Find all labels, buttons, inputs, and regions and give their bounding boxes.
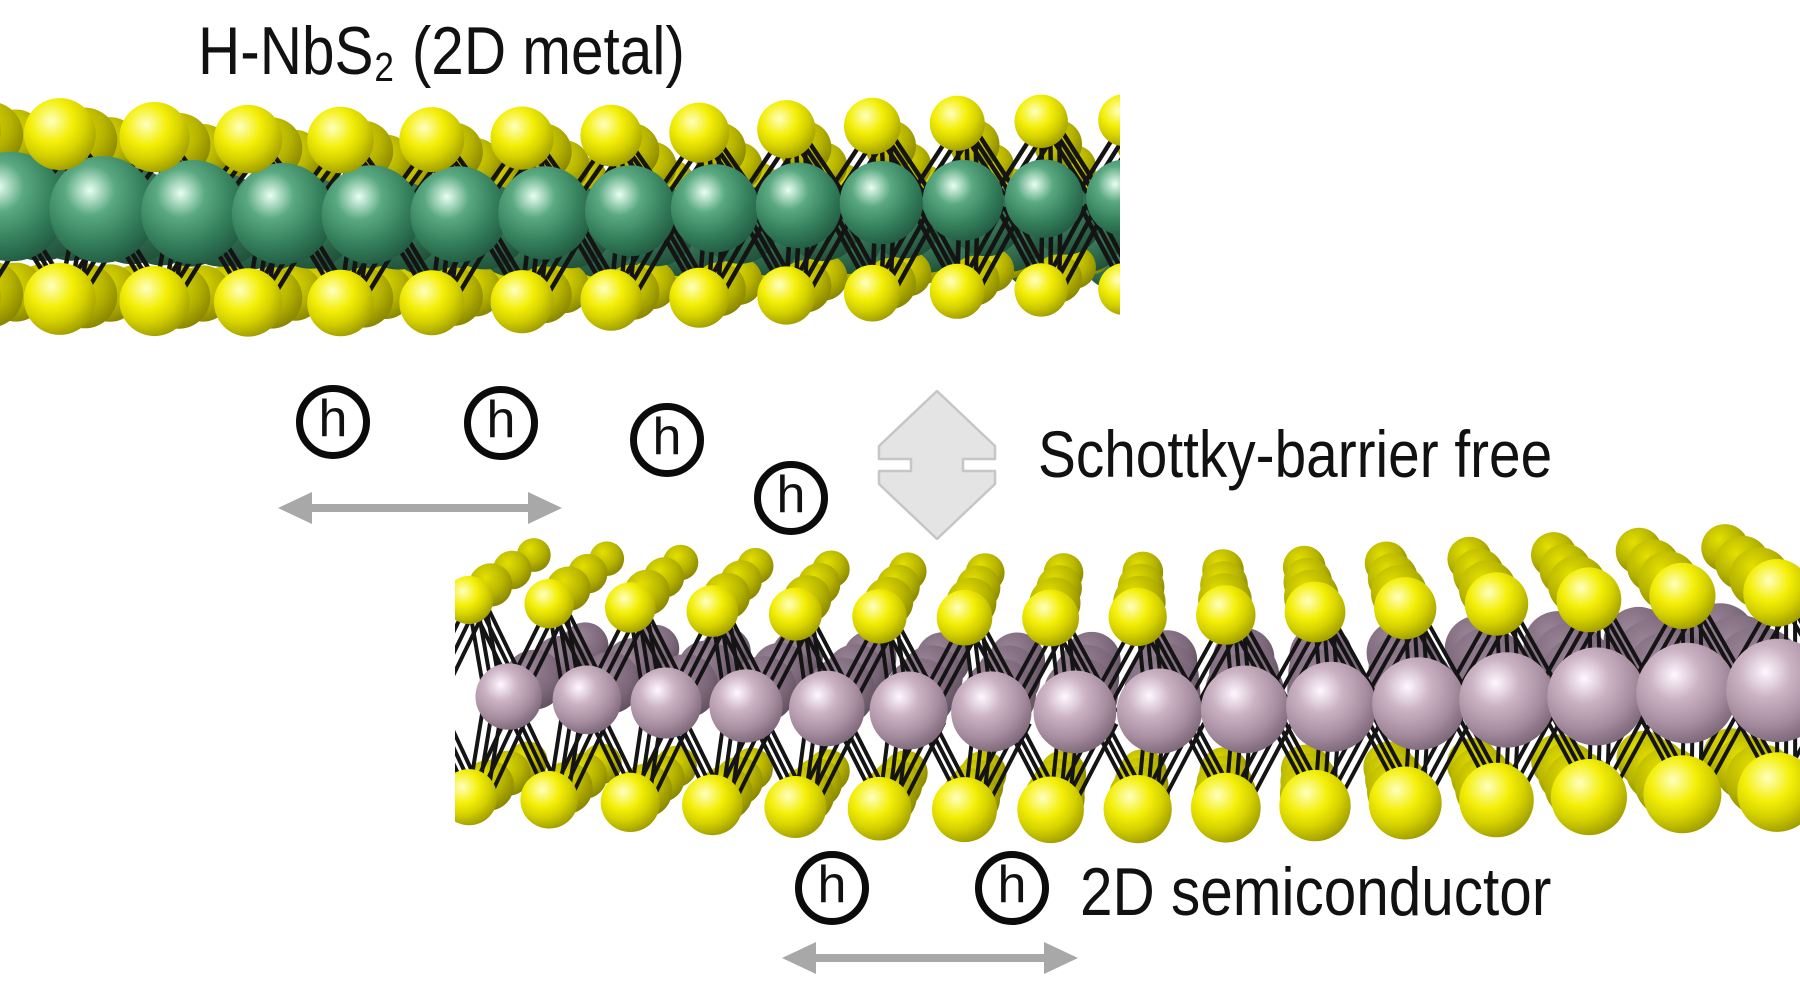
- hole-symbol-label: h: [817, 855, 847, 914]
- hole-symbol-label: h: [776, 465, 806, 524]
- hole-symbol-circle: h: [630, 403, 704, 477]
- crystal-structure-metal-slab: [0, 94, 1120, 337]
- hole-symbol-label: h: [318, 389, 348, 448]
- hole-symbol-circle: h: [296, 385, 370, 459]
- hole-symbol-label: h: [997, 855, 1027, 914]
- hole-symbol-circle: h: [795, 851, 869, 925]
- hole-symbol-circle: h: [464, 386, 538, 460]
- title-metal-layer: H-NbS2 (2D metal): [198, 13, 764, 91]
- hole-motion-arrow-semiconductor: [782, 942, 1078, 974]
- title-suffix: (2D metal): [395, 13, 685, 89]
- semiconductor-text: 2D semiconductor: [1080, 854, 1552, 930]
- hole-symbol-circle: h: [754, 461, 828, 535]
- hole-symbol-label: h: [486, 390, 516, 449]
- title-prefix: H-NbS: [198, 13, 374, 89]
- title-subscript: 2: [374, 44, 394, 91]
- schottky-barrier-text: Schottky-barrier free: [1038, 417, 1553, 491]
- schottky-barrier-label: Schottky-barrier free: [1038, 417, 1636, 491]
- charge-transfer-arrow: [877, 390, 997, 540]
- hole-motion-arrow-metal: [278, 492, 562, 524]
- crystal-structure-semiconductor-slab: [455, 524, 1800, 844]
- hole-symbol-circle: h: [975, 851, 1049, 925]
- semiconductor-label: 2D semiconductor: [1080, 854, 1628, 930]
- hole-symbol-label: h: [652, 407, 682, 466]
